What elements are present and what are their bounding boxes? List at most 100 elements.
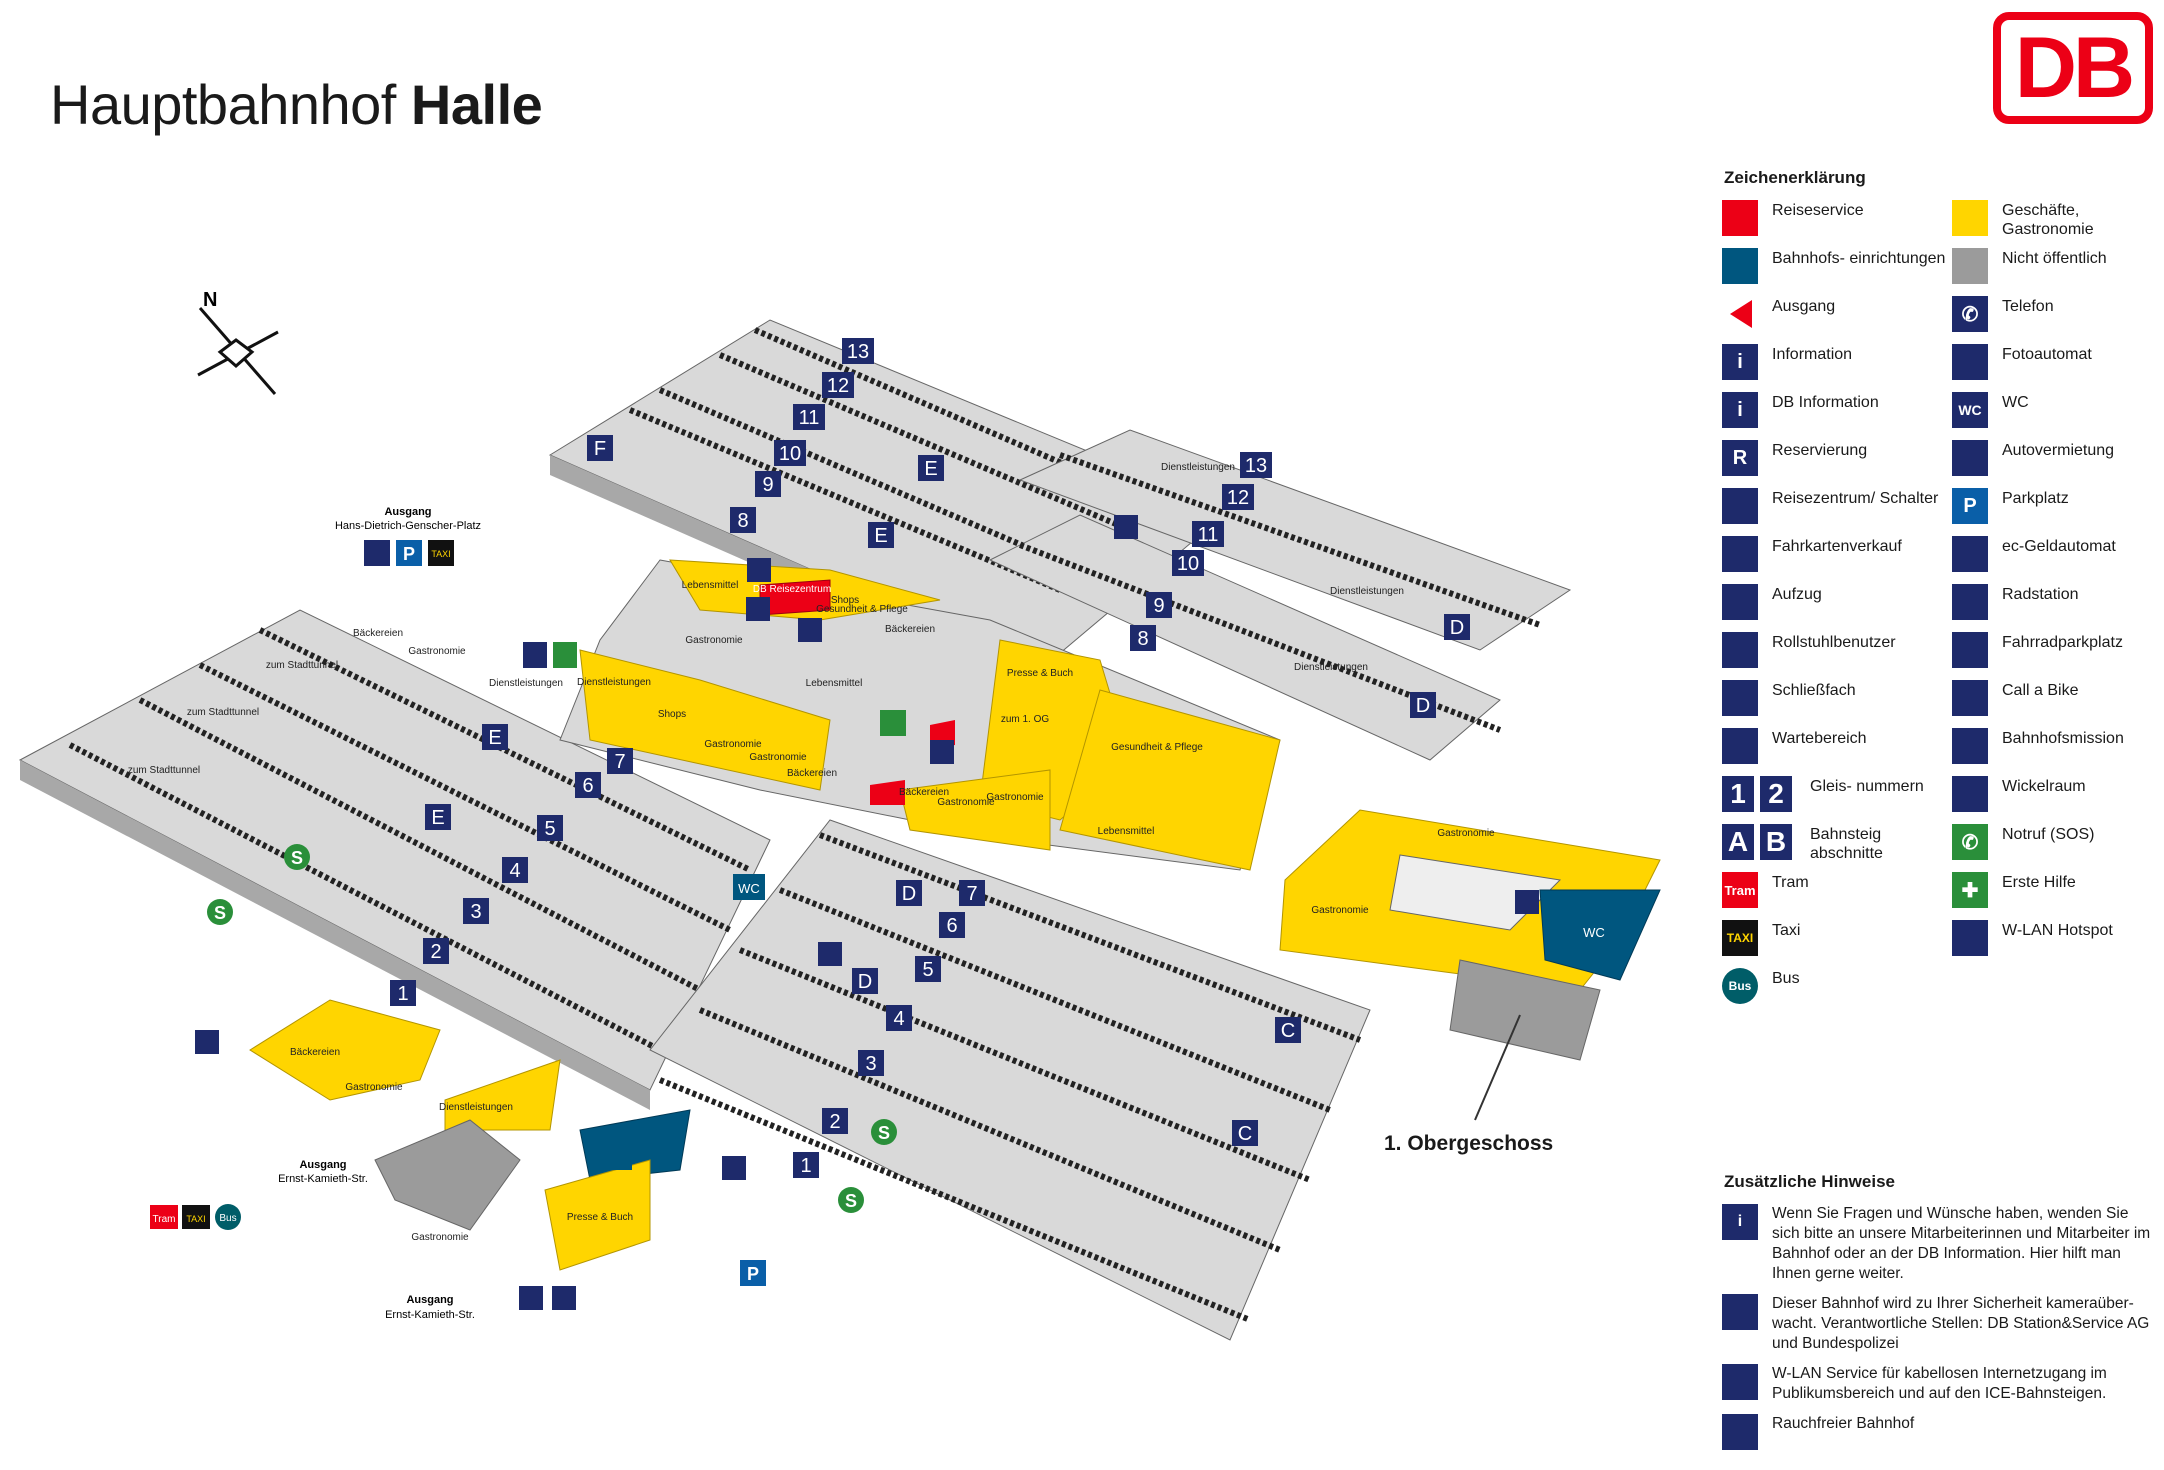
label-shops-hall: Shops [658, 709, 686, 720]
legend-item-grey-square: Nicht öffentlich [1952, 248, 2152, 288]
legend-item-tram: Tram Tram [1722, 872, 1952, 912]
section-badge-f-text: F [594, 438, 606, 460]
legend-label: Information [1772, 346, 1853, 363]
yellow-square-icon [1952, 200, 1988, 236]
bike-parking-icon [364, 540, 390, 566]
legend-label: W-LAN Hotspot [2002, 922, 2113, 939]
track-badge-3: 3 [463, 898, 489, 924]
section-letter-badges: C C D D D D E E E E F [425, 435, 1470, 1146]
track-badge-11-text: 11 [799, 407, 820, 429]
legend-label: Reservierung [1772, 442, 1868, 459]
exit-south-1[interactable]: Ausgang Ernst-Kamieth-Str. Tram TAXI Bus [150, 1159, 368, 1230]
track-badge-10-east: 10 [1172, 550, 1204, 576]
hint-item: Dieser Bahnhof wird zu Ihrer Sicherheit … [1722, 1294, 2152, 1354]
track-badge-4-east-text: 4 [893, 1008, 904, 1030]
label-shops-upper: Shops [831, 595, 859, 606]
section-badge-d-4: D [1410, 692, 1436, 718]
legend: Zeichenerklärung Reiseservice Geschäfte, … [1722, 168, 2152, 1008]
s-bahn-icon: S [838, 1187, 864, 1213]
exit-north[interactable]: Ausgang Hans-Dietrich-Genscher-Platz P T… [335, 506, 481, 566]
track-number-badges: 1 2 3 4 5 6 7 8 9 10 11 12 13 1 2 3 4 5 … [390, 338, 1272, 1178]
label-dienstleistungen-hall: Dienstleistungen [577, 677, 651, 688]
exit-north-label: Ausgang [384, 506, 431, 518]
legend-label: Reiseservice [1772, 202, 1864, 219]
area-labels: Lebensmittel DB Reisezentrum Shops Gesun… [128, 462, 1495, 1243]
legend-label: Bahnhofsmission [2002, 730, 2124, 747]
page-title: Hauptbahnhof Halle [50, 72, 543, 137]
label-gesundheit-upper: Gesundheit & Pflege [816, 604, 908, 615]
legend-label: Tram [1772, 874, 1809, 891]
wc-icon: WC [733, 874, 765, 900]
track-badge-8-east-text: 8 [1137, 628, 1148, 650]
wlan-icon [1114, 515, 1138, 539]
legend-item-station-mission: Bahnhofsmission [1952, 728, 2152, 768]
legend-item-sos: ✆Notruf (SOS) [1952, 824, 2152, 864]
wlan-icon [1722, 1364, 1758, 1400]
track-badge-12-east: 12 [1222, 484, 1254, 510]
section-badge-e-1: E [482, 724, 508, 750]
exit-south-2[interactable]: Ausgang Ernst-Kamieth-Str. [385, 1294, 475, 1321]
hint-text: Rauchfreier Bahnhof [1772, 1415, 1915, 1432]
legend-label: Fahrkartenverkauf [1772, 538, 1902, 555]
wlan-icon [818, 942, 842, 966]
section-badge-e-2-text: E [431, 807, 444, 829]
legend-item-bike-parking: Fahrradparkplatz [1952, 632, 2152, 672]
legend-label: Geschäfte, Gastronomie [2002, 202, 2094, 238]
photo-booth-icon [1952, 344, 1988, 380]
s-bahn-icon: S [871, 1119, 897, 1145]
bike-station-icon [195, 1030, 219, 1054]
legend-heading: Zeichenerklärung [1724, 168, 1866, 187]
label-gastronomie-south: Gastronomie [345, 1082, 403, 1093]
label-baeckereien-south: Bäckereien [290, 1047, 340, 1058]
legend-item-locker: Schließfach [1722, 680, 1952, 720]
track-badge-7: 7 [607, 748, 633, 774]
track-badge-1-text: 1 [397, 983, 408, 1005]
exit-south-2-label: Ausgang [406, 1294, 453, 1306]
exit-triangle-icon [1722, 296, 1758, 332]
label-gastronomie-east-2: Gastronomie [986, 792, 1044, 803]
legend-label: ec-Geldautomat [2002, 538, 2116, 555]
parking-icon: P [1952, 488, 1988, 524]
svg-text:TAXI: TAXI [186, 1214, 205, 1224]
section-badge-d-2: D [852, 968, 878, 994]
tram-icon: Tram [1722, 872, 1758, 908]
reservation-icon [746, 597, 770, 621]
label-gastronomie-hall-2: Gastronomie [749, 752, 807, 763]
first-aid-icon: ✚ [1952, 872, 1988, 908]
legend-item-blue-square: Bahnhofs- einrichtungen [1722, 248, 1952, 288]
elevator-icon [1515, 890, 1539, 914]
section-badge-e-2: E [425, 804, 451, 830]
section-badge-c-2-text: C [1238, 1123, 1252, 1145]
db-info-icon: i [1722, 392, 1758, 428]
elevator-icon [1722, 584, 1758, 620]
station-map: N [18, 289, 1661, 1341]
label-db-reisezentrum: DB Reisezentrum [753, 584, 831, 595]
svg-text:S: S [214, 903, 226, 923]
legend-item-car-rental: Autovermietung [1952, 440, 2152, 480]
parking-icon [740, 1260, 766, 1286]
legend-label: Schließfach [1772, 682, 1856, 699]
legend-label: Nicht öffentlich [2002, 250, 2107, 267]
track-badge-8: 8 [730, 507, 756, 533]
track-badge-7-east: 7 [959, 880, 985, 906]
legend-label: Reisezentrum/ Schalter [1772, 490, 1939, 507]
info-icon [747, 558, 771, 582]
track-badge-4: 4 [502, 857, 528, 883]
track-badge-5-east: 5 [915, 956, 941, 982]
label-gastronomie-og-top: Gastronomie [1437, 828, 1495, 839]
svg-text:WC: WC [1583, 925, 1605, 940]
label-gastronomie-left: Gastronomie [408, 646, 466, 657]
legend-item-baby-change: Wickelraum [1952, 776, 2152, 816]
legend-label: Wartebereich [1772, 730, 1867, 747]
obergeschoss-label: 1. Obergeschoss [1384, 1132, 1554, 1155]
legend-item-exit-triangle: Ausgang [1722, 296, 1952, 336]
track-badge-9-east: 9 [1146, 592, 1172, 618]
legend-label: DB Information [1772, 394, 1879, 411]
label-baeckereien-hall: Bäckereien [787, 768, 837, 779]
svg-text:S: S [291, 848, 303, 868]
legend-item-first-aid: ✚Erste Hilfe [1952, 872, 2152, 912]
first-aid-icon [880, 710, 906, 736]
